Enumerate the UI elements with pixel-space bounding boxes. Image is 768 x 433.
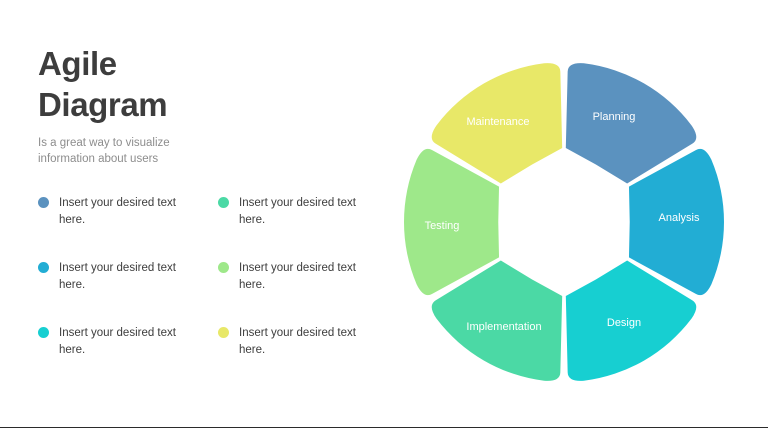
left-text-panel: Agile Diagram Is a great way to visualiz… [38, 44, 388, 168]
legend-item-label: Insert your desired text here. [59, 197, 176, 227]
legend-dot-design [38, 327, 49, 338]
wheel-segment-testing[interactable] [404, 148, 500, 296]
legend-dot-implementation [218, 197, 229, 208]
legend-item[interactable]: Insert your desired text here. [218, 195, 398, 260]
wheel-segment-analysis[interactable] [628, 148, 724, 296]
wheel-segment-label-design: Design [607, 317, 641, 329]
wheel-segment-label-maintenance: Maintenance [467, 116, 530, 128]
page-title-line2: Diagram [38, 85, 168, 123]
wheel-segment-label-analysis: Analysis [659, 212, 700, 224]
legend-item-label: Insert your desired text here. [239, 197, 356, 227]
legend-item-label: Insert your desired text here. [59, 262, 176, 292]
legend-dot-analysis [38, 262, 49, 273]
wheel-segment-planning[interactable] [565, 63, 697, 184]
wheel-segment-design[interactable] [565, 260, 697, 381]
legend-item[interactable]: Insert your desired text here. [218, 325, 398, 390]
legend-item-label: Insert your desired text here. [239, 262, 356, 292]
legend-item[interactable]: Insert your desired text here. [38, 260, 218, 325]
page-title: Agile Diagram [38, 44, 248, 126]
wheel-segment-label-planning: Planning [593, 111, 636, 123]
wheel-segment-label-implementation: Implementation [466, 321, 541, 333]
legend-item[interactable]: Insert your desired text here. [218, 260, 398, 325]
legend-dot-maintenance [218, 327, 229, 338]
legend-dot-planning [38, 197, 49, 208]
wheel-segment-label-testing: Testing [425, 220, 460, 232]
legend-item[interactable]: Insert your desired text here. [38, 195, 218, 260]
legend-dot-testing [218, 262, 229, 273]
wheel-segment-maintenance[interactable] [431, 63, 563, 184]
legend-item[interactable]: Insert your desired text here. [38, 325, 218, 390]
wheel-segment-implementation[interactable] [431, 260, 563, 381]
wheel-segment-group [404, 63, 724, 381]
footer-divider [0, 427, 768, 428]
legend-item-label: Insert your desired text here. [59, 327, 176, 357]
page-subtitle: Is a great way to visualize information … [38, 136, 170, 166]
page-title-line1: Agile [38, 45, 117, 82]
legend-item-label: Insert your desired text here. [239, 327, 356, 357]
legend-list: Insert your desired text here. Insert you… [38, 195, 388, 390]
